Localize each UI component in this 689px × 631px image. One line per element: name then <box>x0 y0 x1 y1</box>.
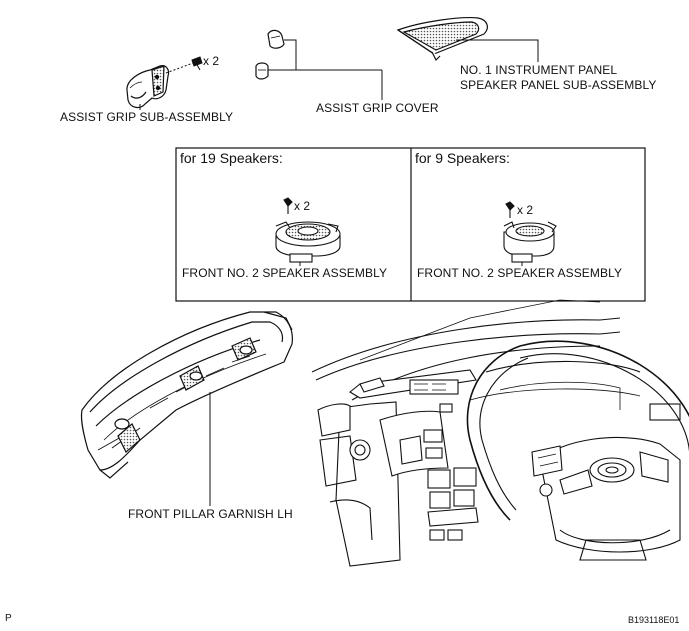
speaker-19-part-label: FRONT NO. 2 SPEAKER ASSEMBLY <box>182 266 388 280</box>
grip-screw-illustration <box>165 56 203 74</box>
assist-grip-cover-label: ASSIST GRIP COVER <box>316 101 439 115</box>
assist-grip-sub-assembly-label: ASSIST GRIP SUB-ASSEMBLY <box>60 110 234 124</box>
instrument-panel-leader <box>456 39 539 62</box>
speaker-9-qty: x 2 <box>517 203 534 217</box>
speaker-9-illustration <box>503 201 557 263</box>
speaker-19-qty: x 2 <box>294 199 311 213</box>
corner-letter: P <box>5 613 12 624</box>
instrument-panel-speaker-panel-illustration <box>396 17 488 62</box>
figure-code: B193118E01 <box>628 615 680 625</box>
speaker-9-header: for 9 Speakers: <box>415 150 510 166</box>
assist-grip-cover-leader <box>268 39 383 100</box>
grip-screw-qty: x 2 <box>203 54 220 68</box>
dashboard-illustration <box>311 299 689 567</box>
speaker-9-part-label: FRONT NO. 2 SPEAKER ASSEMBLY <box>417 266 623 280</box>
speaker-19-illustration <box>275 197 341 263</box>
assist-grip-illustration <box>126 65 170 109</box>
front-pillar-garnish-illustration <box>80 311 293 479</box>
assist-grip-cover-illustration <box>255 29 285 80</box>
instrument-panel-label-line1: NO. 1 INSTRUMENT PANEL <box>460 63 618 77</box>
instrument-panel-label-line2: SPEAKER PANEL SUB-ASSEMBLY <box>460 78 657 92</box>
speaker-table <box>175 147 646 302</box>
front-pillar-garnish-label: FRONT PILLAR GARNISH LH <box>128 507 293 521</box>
speaker-19-header: for 19 Speakers: <box>180 150 283 166</box>
